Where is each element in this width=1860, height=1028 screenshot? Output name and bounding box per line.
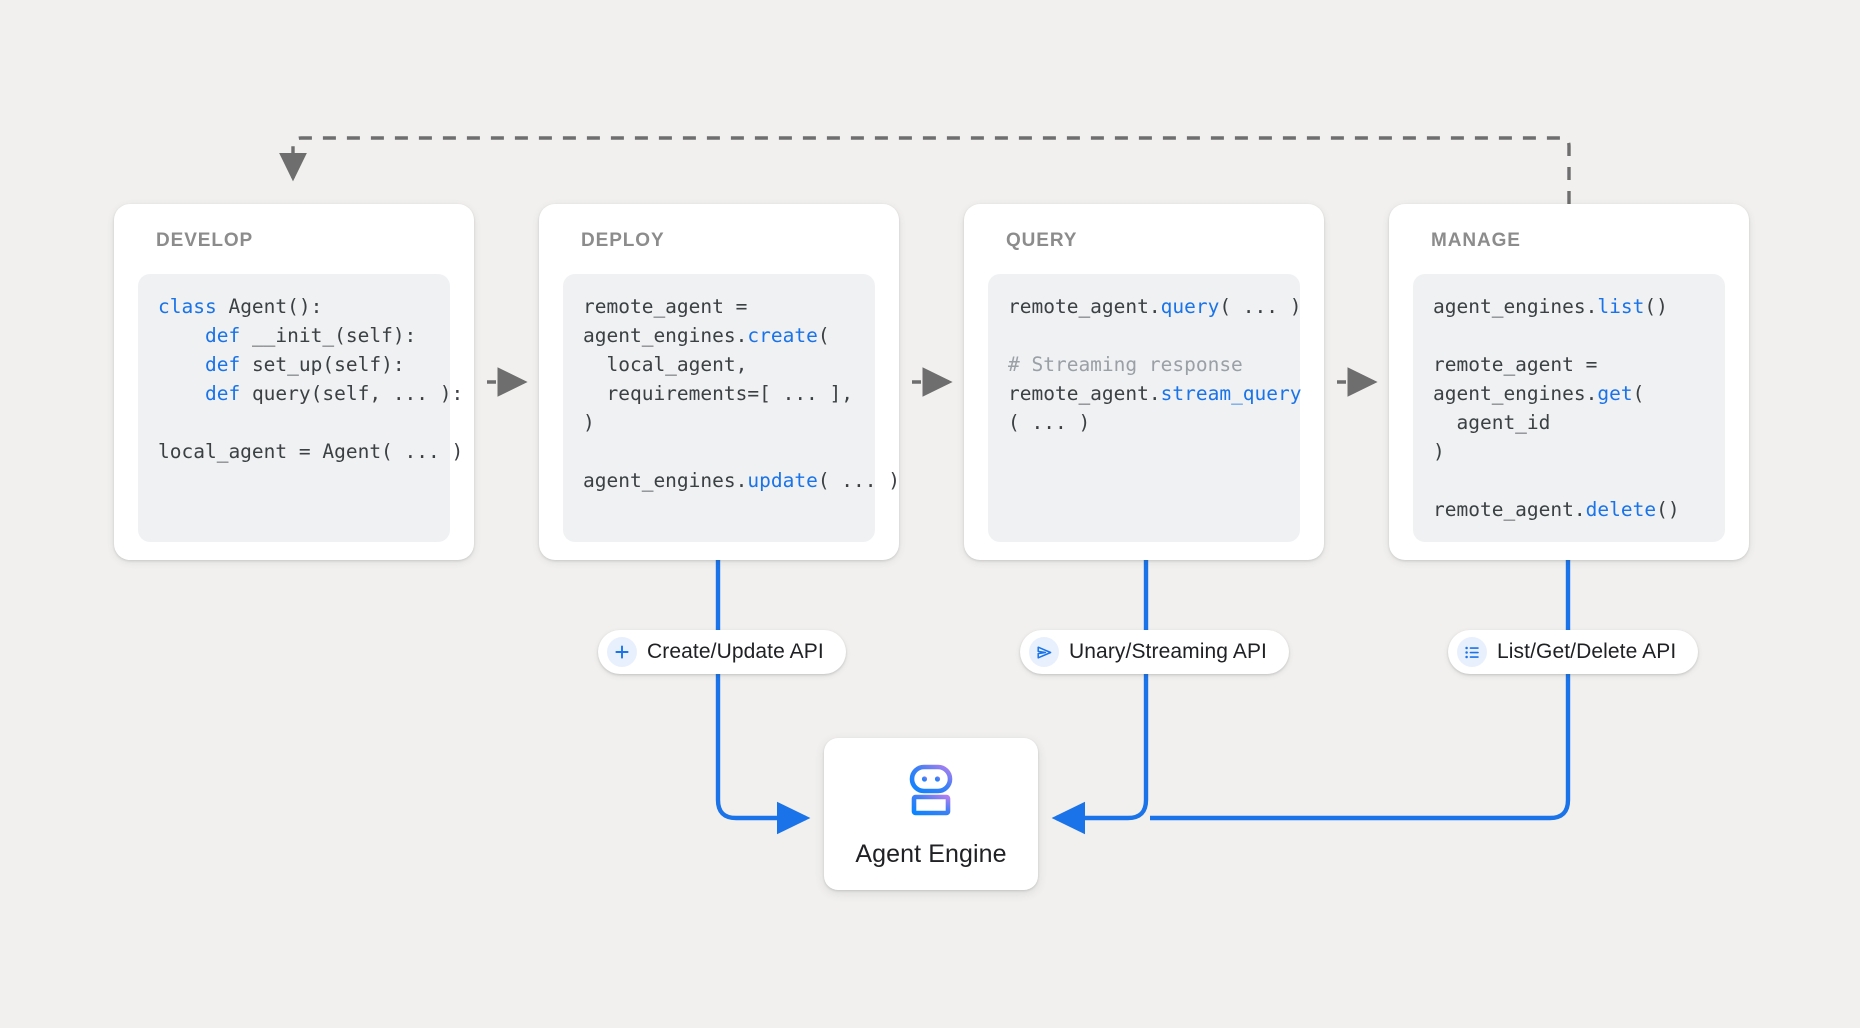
api-pill-label: List/Get/Delete API xyxy=(1497,640,1677,663)
api-pill-create-update[interactable]: Create/Update API xyxy=(598,630,846,674)
wire-query-to-agent-engine xyxy=(1051,560,1149,835)
robot-icon xyxy=(900,759,962,826)
send-icon xyxy=(1029,637,1059,667)
wire-deploy-to-agent-engine xyxy=(715,560,811,835)
stage-card-deploy[interactable]: DEPLOY remote_agent = agent_engines.crea… xyxy=(539,204,900,560)
agent-engine-node[interactable]: Agent Engine xyxy=(824,738,1038,890)
api-pill-unary-streaming[interactable]: Unary/Streaming API xyxy=(1020,630,1289,674)
api-pill-label: Unary/Streaming API xyxy=(1069,640,1267,663)
list-icon xyxy=(1457,637,1487,667)
code-block-manage: agent_engines.list() remote_agent = agen… xyxy=(1413,274,1725,542)
api-pill-label: Create/Update API xyxy=(647,640,824,663)
code-block-query: remote_agent.query( ... ) # Streaming re… xyxy=(988,274,1302,542)
agent-engine-label: Agent Engine xyxy=(855,840,1007,868)
wire-manage-to-agent-engine xyxy=(1150,560,1571,821)
stage-title-deploy: DEPLOY xyxy=(581,230,665,251)
code-block-develop: class Agent(): def __init_(self): def se… xyxy=(138,274,463,542)
stage-card-query[interactable]: QUERY remote_agent.query( ... ) # Stream… xyxy=(964,204,1324,560)
stage-title-develop: DEVELOP xyxy=(156,230,254,251)
stage-card-manage[interactable]: MANAGE agent_engines.list() remote_agent… xyxy=(1389,204,1749,560)
feedback-arrow-manage-to-develop xyxy=(279,136,1571,204)
plus-icon xyxy=(607,637,637,667)
code-block-deploy: remote_agent = agent_engines.create( loc… xyxy=(563,274,900,542)
stage-card-develop[interactable]: DEVELOP class Agent(): def __init_(self)… xyxy=(114,204,474,560)
api-pill-list-get-delete[interactable]: List/Get/Delete API xyxy=(1448,630,1699,674)
stage-title-query: QUERY xyxy=(1006,230,1078,251)
stage-title-manage: MANAGE xyxy=(1431,230,1521,251)
